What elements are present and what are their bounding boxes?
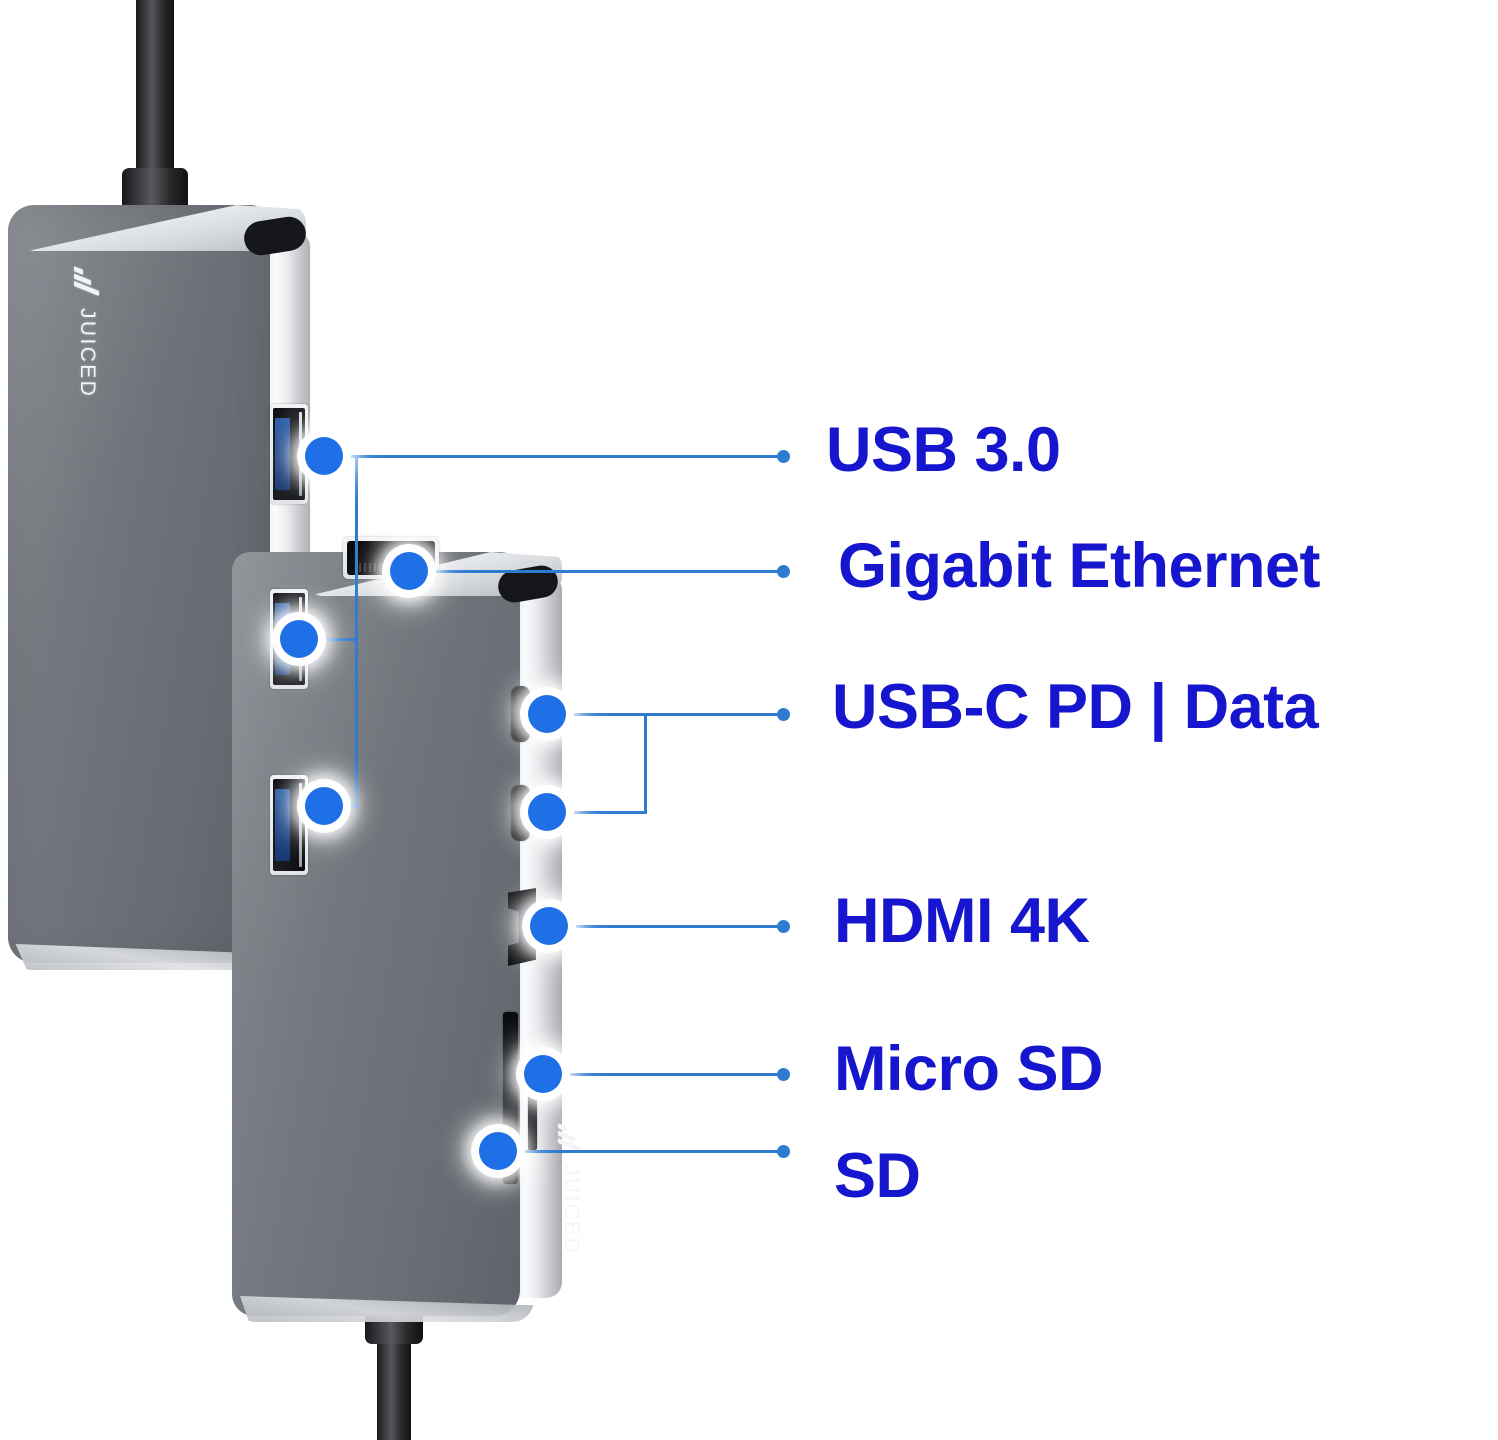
lead-usb3-stub-2 xyxy=(299,638,358,641)
usb-c-port-2[interactable] xyxy=(511,785,530,841)
marker-sd-card-slot[interactable] xyxy=(479,1132,517,1170)
usb-a-port-3[interactable] xyxy=(270,775,308,875)
lead-usb3-bus xyxy=(355,455,358,808)
lead-usbc-bracket xyxy=(644,713,647,814)
enddot-microsd xyxy=(777,1068,790,1081)
enddot-sd xyxy=(777,1145,790,1158)
marker-rj45-ethernet-port[interactable] xyxy=(390,552,428,590)
marker-microsd-card-slot[interactable] xyxy=(524,1055,562,1093)
enddot-hdmi xyxy=(777,920,790,933)
marker-hdmi-port[interactable] xyxy=(530,907,568,945)
marker-usb-a-port-3[interactable] xyxy=(305,787,343,825)
hub1-aluminum-face xyxy=(8,205,270,963)
usb-a-port-1[interactable] xyxy=(270,404,308,504)
lead-usbc-stub-1 xyxy=(547,713,647,716)
lead-sd-main xyxy=(498,1150,784,1153)
microsd-card-slot[interactable] xyxy=(528,1052,537,1150)
marker-usb-c-port-2[interactable] xyxy=(528,793,566,831)
usb-c-port-1[interactable] xyxy=(511,686,530,742)
label-micro-sd: Micro SD xyxy=(834,1034,1104,1104)
lead-microsd-main xyxy=(543,1073,784,1076)
label-hdmi-4k: HDMI 4K xyxy=(834,886,1090,956)
marker-usb-c-port-1[interactable] xyxy=(528,695,566,733)
hub-device-front-view: JUICED xyxy=(8,205,310,970)
enddot-ethernet xyxy=(777,565,790,578)
lead-ethernet-main xyxy=(409,570,784,573)
hub2-brand-label: JUICED xyxy=(560,1165,583,1256)
marker-usb-a-port-2[interactable] xyxy=(280,620,318,658)
marker-usb-a-port-1[interactable] xyxy=(305,437,343,475)
label-usb-3-0: USB 3.0 xyxy=(826,415,1061,485)
enddot-usbc xyxy=(777,708,790,721)
label-sd: SD xyxy=(834,1141,921,1211)
lead-usbc-stub-2 xyxy=(547,811,647,814)
lead-hdmi-main xyxy=(549,925,784,928)
label-usb-c-pd-data: USB-C PD | Data xyxy=(832,672,1319,742)
top-cable xyxy=(136,0,174,180)
lead-usbc-main xyxy=(644,713,784,716)
lead-usb3-main xyxy=(324,455,784,458)
enddot-usb3 xyxy=(777,450,790,463)
label-gigabit-ethernet: Gigabit Ethernet xyxy=(838,531,1321,601)
